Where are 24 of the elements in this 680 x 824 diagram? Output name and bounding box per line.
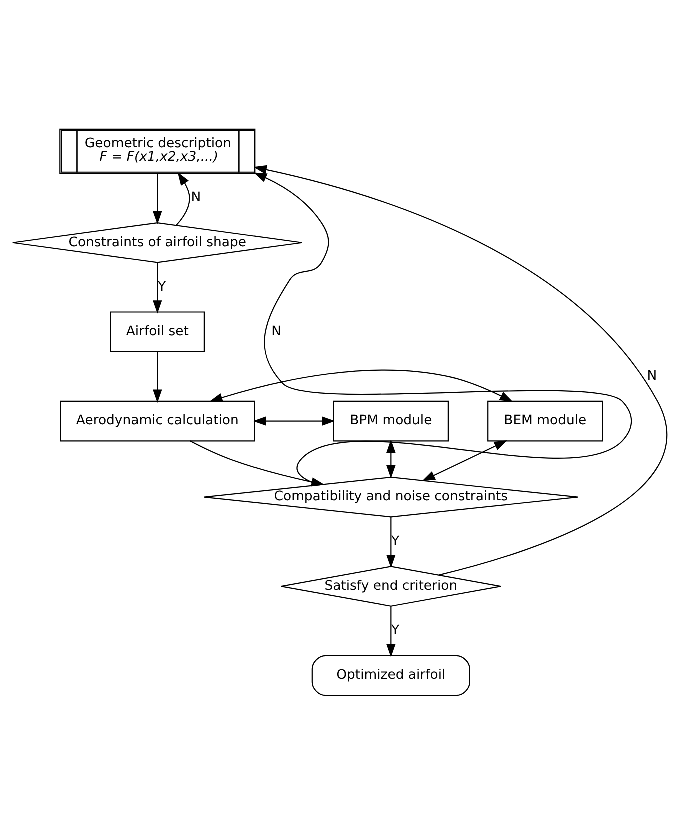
edge-label: N xyxy=(272,324,282,340)
node-box: Optimized airfoil xyxy=(312,654,470,696)
arrow xyxy=(386,439,396,478)
arrow xyxy=(254,164,667,576)
arrow xyxy=(253,416,336,426)
arrow xyxy=(386,606,396,657)
node-box: Airfoil set xyxy=(110,311,205,352)
edge-label: Y xyxy=(392,534,400,549)
arrow xyxy=(176,172,190,226)
node-diamond: Constraints of airfoil shape xyxy=(12,222,303,263)
edge-label: N xyxy=(191,190,202,206)
node-diamond: Satisfy end criterion xyxy=(280,566,502,606)
arrow xyxy=(153,173,162,224)
node-box: BPM module xyxy=(333,400,449,442)
node-box: BEM module xyxy=(488,400,604,442)
arrow xyxy=(153,262,162,314)
arrow xyxy=(153,352,162,403)
node-box: Aerodynamic calculation xyxy=(60,400,256,442)
arrow xyxy=(210,369,514,402)
edge-label: N xyxy=(647,368,658,384)
arrow xyxy=(422,440,508,481)
edge-label: Y xyxy=(392,623,400,638)
arrow xyxy=(386,516,396,568)
edge-label: Y xyxy=(158,279,166,294)
